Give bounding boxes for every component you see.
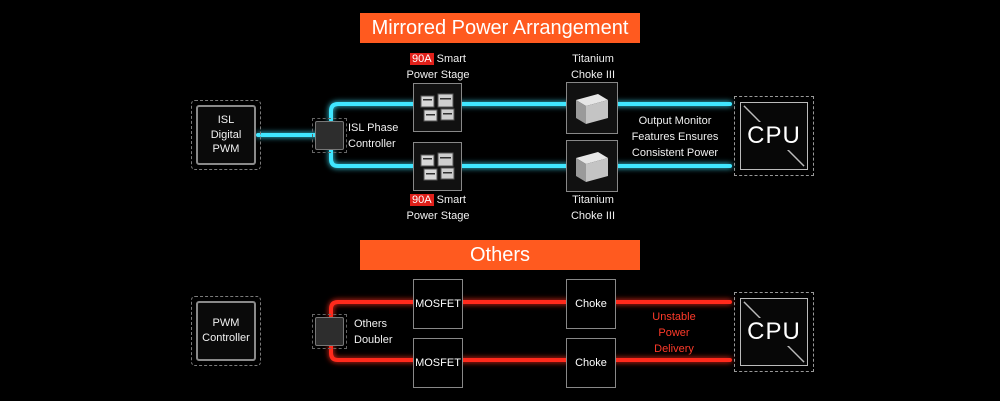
- mosfet-lower-label: MOSFET: [415, 357, 461, 369]
- power-stage-chip-icon: [420, 93, 454, 121]
- power-stage-chip-icon: [420, 152, 454, 180]
- cpu-top: CPU: [734, 96, 814, 176]
- smart-power-stage-lower: [413, 142, 462, 191]
- mosfet-lower: MOSFET: [413, 338, 463, 388]
- others-doubler-label: Others Doubler: [354, 318, 393, 346]
- choke-lower-label: Choke: [575, 357, 607, 369]
- mirrored-power-banner: Mirrored Power Arrangement: [360, 13, 640, 43]
- cpu-top-label: CPU: [745, 122, 803, 150]
- titanium-choke-lower-label: Titanium Choke III: [570, 194, 616, 222]
- isl-digital-pwm-label: ISL Digital PWM: [210, 113, 242, 156]
- output-monitor-note: Output Monitor Features Ensures Consiste…: [631, 115, 719, 159]
- choke-upper-label: Choke: [575, 298, 607, 310]
- wire-upper-phase: [329, 102, 732, 122]
- choke-cube-icon: [576, 152, 608, 182]
- isl-digital-pwm-chip: ISL Digital PWM: [191, 100, 261, 170]
- banner-title: Mirrored Power Arrangement: [371, 16, 629, 39]
- isl-phase-controller-label: ISL Phase Controller: [348, 122, 399, 150]
- mosfet-upper-label: MOSFET: [415, 298, 461, 310]
- wire-lower-mosfet: [329, 344, 732, 362]
- titanium-choke-lower: [566, 140, 618, 192]
- titanium-choke-upper: [566, 82, 618, 134]
- cpu-bottom-label: CPU: [745, 318, 803, 346]
- pwm-controller-label: PWM Controller: [202, 317, 250, 344]
- mosfet-upper: MOSFET: [413, 279, 463, 329]
- choke-lower: Choke: [566, 338, 616, 388]
- amp-tag: 90A: [410, 194, 434, 206]
- choke-cube-icon: [576, 94, 608, 124]
- banner-title: Others: [469, 243, 531, 266]
- pwm-controller-chip: PWM Controller: [191, 296, 261, 366]
- cpu-bottom: CPU: [734, 292, 814, 372]
- choke-upper: Choke: [566, 279, 616, 329]
- wire-lower-phase: [329, 148, 732, 168]
- smart-power-stage-upper: [413, 83, 462, 132]
- titanium-choke-upper-label: Titanium Choke III: [570, 53, 616, 81]
- unstable-power-warning: Unstable Power Delivery: [652, 311, 696, 355]
- wire-upper-mosfet: [329, 300, 732, 318]
- others-banner: Others: [360, 240, 640, 270]
- doubler-icon: [312, 314, 347, 349]
- isl-phase-controller-icon: [312, 118, 347, 153]
- amp-tag: 90A: [410, 53, 434, 65]
